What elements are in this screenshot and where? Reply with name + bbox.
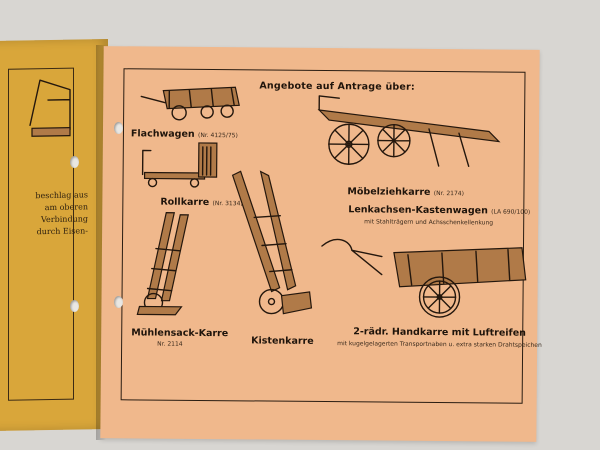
moebelziehkarre-name: Möbelziehkarre [347, 186, 431, 198]
moebelziehkarre-label: Möbelziehkarre (Nr. 2174) [347, 186, 464, 198]
lenkachsen-note: mit Stahlträgern und Achsschenkellenkung [364, 218, 494, 227]
handkarre-illustration [321, 238, 527, 318]
left-page: beschlag aus am oberen Verbindung durch … [0, 38, 108, 432]
flachwagen-number: (Nr. 4125/75) [197, 131, 238, 140]
lenkachsen-number: (LA 690/100) [491, 208, 531, 216]
muehlensack-label: Mühlensack-Karre [131, 327, 228, 339]
kistenkarre-label: Kistenkarre [251, 335, 314, 347]
kistenkarre-illustration [231, 170, 313, 315]
rollkarre-name: Rollkarre [160, 196, 210, 209]
lenkachsen-label: Lenkachsen-Kastenwagen (LA 690/100) [348, 204, 530, 217]
lenkachsen-name: Lenkachsen-Kastenwagen [348, 204, 488, 217]
moebelziehkarre-number: (Nr. 2174) [433, 189, 464, 198]
punch-hole [114, 296, 123, 308]
muehlensack-name: Mühlensack-Karre [131, 327, 229, 340]
punch-hole [70, 300, 79, 312]
muehlensack-number: Nr. 2114 [157, 340, 183, 348]
handkarre-label: 2-rädr. Handkarre mit Luftreifen [353, 326, 526, 339]
left-page-text: beschlag aus am oberen Verbindung durch … [0, 189, 88, 239]
left-text-line: durch Eisen- [36, 226, 88, 237]
flachwagen-name: Flachwagen [130, 128, 195, 140]
right-page: Angebote auf Antrage über: Flachwagen (N… [100, 46, 542, 442]
left-page-illustration [29, 79, 71, 137]
muehlensack-illustration [136, 212, 189, 316]
rollkarre-illustration [141, 142, 218, 188]
punch-hole [114, 122, 123, 134]
moebelziehkarre-illustration [317, 95, 501, 167]
flachwagen-label: Flachwagen (Nr. 4125/75) [131, 128, 238, 140]
flachwagen-illustration [140, 86, 240, 121]
punch-hole [70, 156, 79, 168]
